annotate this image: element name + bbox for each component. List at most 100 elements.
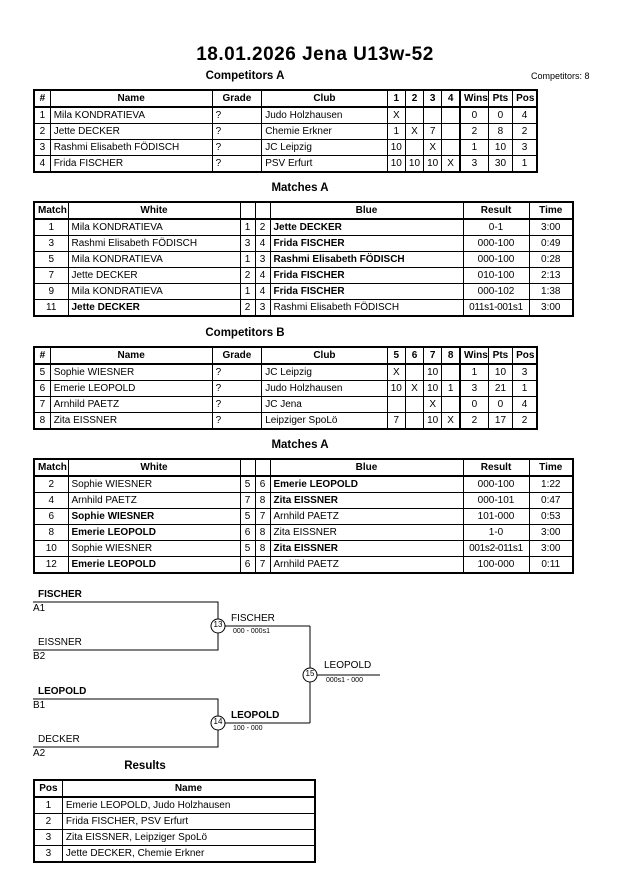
sf1-bottom-name: EISSNER (38, 637, 82, 648)
column-header: Grade (211, 346, 263, 365)
column-header: 5 (386, 346, 406, 365)
table-cell: ? (211, 139, 263, 156)
table-cell: ? (211, 396, 263, 413)
competitors-a-title: Competitors A (205, 70, 285, 82)
table-cell: 4 (512, 396, 538, 413)
result-name: Emerie LEOPOLD, Judo Holzhausen (61, 796, 316, 814)
table-cell: 3 (33, 139, 51, 156)
results-title: Results (124, 760, 166, 772)
column-header: Pos (33, 779, 63, 798)
column-header: Pos (512, 346, 538, 365)
sf1-winner: FISCHER (231, 613, 275, 624)
sf2-score: 100 - 000 (233, 725, 263, 732)
match-match: 9 (33, 283, 69, 300)
sf1-match-number: 13 (213, 620, 223, 629)
sf1-score: 000 - 000s1 (233, 628, 270, 635)
table-cell: 7 (33, 396, 51, 413)
table-cell: 8 (33, 412, 51, 430)
table-cell: ? (211, 155, 263, 173)
result-name: Zita EISSNER, Leipziger SpoLö (61, 829, 316, 846)
column-header: White (67, 201, 241, 220)
column-header: Grade (211, 89, 263, 108)
column-header: Blue (269, 458, 464, 477)
table-cell: Leipziger SpoLö (261, 412, 388, 430)
column-header: Result (462, 458, 530, 477)
match-time: 3:00 (528, 524, 574, 541)
table-cell: 0 (458, 396, 489, 413)
result-name: Frida FISCHER, PSV Erfurt (61, 813, 316, 830)
result-pos: 3 (33, 845, 63, 863)
column-header: 8 (441, 346, 461, 365)
sf2-bottom-pos: A2 (33, 748, 46, 759)
result-name: Jette DECKER, Chemie Erkner (61, 845, 316, 863)
table-cell: 2 (512, 412, 538, 430)
result-pos: 1 (33, 796, 63, 814)
table-cell: 1 (512, 155, 538, 173)
competitors-b-title: Competitors B (205, 327, 285, 339)
table-cell: 10 (386, 155, 406, 173)
sf2-match-number: 14 (213, 717, 223, 726)
table-cell: X (441, 155, 461, 173)
sf2-match-circle (210, 715, 226, 731)
column-header: Name (61, 779, 316, 798)
final-score: 000s1 - 000 (326, 677, 363, 684)
table-cell: JC Leipzig (261, 139, 388, 156)
table-cell: Zita EISSNER (49, 412, 213, 430)
column-header: Time (528, 458, 574, 477)
table-cell: X (441, 412, 461, 430)
match-time: 3:00 (528, 299, 574, 317)
match-white: Sophie WIESNER (67, 540, 241, 557)
table-cell: 3 (458, 155, 489, 173)
column-header: Pos (512, 89, 538, 108)
sf1-bottom-pos: B2 (33, 651, 46, 662)
sf2-top-pos: B1 (33, 700, 46, 711)
table-cell: Frida FISCHER (49, 155, 213, 173)
column-header: Time (528, 201, 574, 220)
sf1-top-name: FISCHER (38, 589, 82, 600)
column-header: Name (49, 89, 213, 108)
result-pos: 2 (33, 813, 63, 830)
match-b: 3 (254, 299, 271, 317)
column-header: # (33, 89, 51, 108)
table-cell: JC Jena (261, 396, 388, 413)
matches-b-title: Matches A (271, 439, 329, 451)
column-header: # (33, 346, 51, 365)
match-blue: Arnhild PAETZ (269, 556, 464, 574)
column-header: Match (33, 458, 69, 477)
matches-a-title: Matches A (271, 182, 329, 194)
final-match-number: 15 (305, 669, 315, 678)
table-cell: 1 (33, 106, 51, 124)
competitors-count: Competitors: 8 (531, 71, 590, 81)
sf2-bottom-name: DECKER (38, 734, 80, 745)
column-header: Name (49, 346, 213, 365)
sf2-top-name: LEOPOLD (38, 686, 87, 697)
table-cell: 3 (512, 139, 538, 156)
table-cell: ? (211, 412, 263, 430)
match-time: 2:13 (528, 267, 574, 284)
